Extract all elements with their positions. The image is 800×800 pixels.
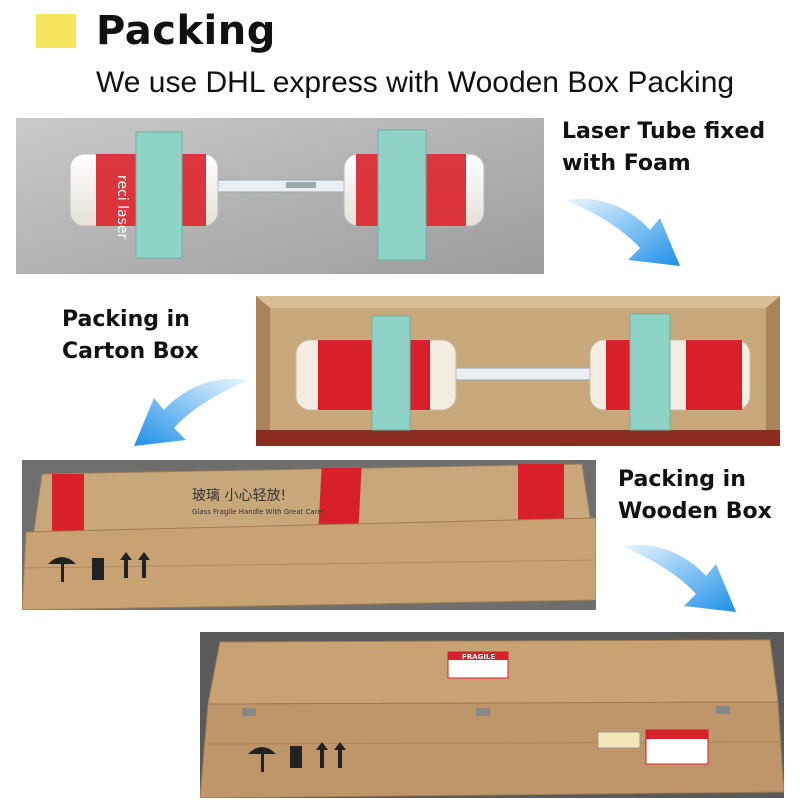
carton-chinese-label: 玻璃 小心轻放! [192,487,286,504]
caption-wooden-line1: Packing in [618,467,746,492]
fragile-label: FRAGILE [462,653,495,661]
page-title: Packing [96,8,276,54]
page-subtitle: We use DHL express with Wooden Box Packi… [96,66,735,99]
laser-tube-foam-illustration: reci laser [16,118,544,274]
caption-carton-line2: Carton Box [62,339,199,364]
caption-carton-line1: Packing in [62,307,190,332]
arrow-down-right-icon [618,536,758,616]
caption-foam: Laser Tube fixed with Foam [562,116,765,180]
arrow-down-right-icon [562,190,702,270]
caption-carton: Packing in Carton Box [62,304,199,368]
carton-english-label: Glass Fragile Handle With Great Care! [192,508,324,516]
handling-symbols-icon [248,742,346,772]
carton-box-illustration [256,296,780,446]
arrow-down-left-icon [112,370,252,450]
photo-laser-tube-foam: reci laser [16,118,544,274]
caption-foam-line1: Laser Tube fixed [562,119,766,144]
title-accent-square [36,14,76,48]
wooden-box-closed-illustration: FRAGILE [200,632,784,798]
photo-wooden-box-open: 玻璃 小心轻放! Glass Fragile Handle With Great… [22,460,596,610]
handling-symbols-icon [48,552,150,582]
wooden-box-open-illustration: 玻璃 小心轻放! Glass Fragile Handle With Great… [22,460,596,610]
caption-foam-line2: with Foam [562,151,691,176]
caption-wooden-line2: Wooden Box [618,499,772,524]
photo-carton-box [256,296,780,446]
svg-text:reci laser: reci laser [114,175,130,239]
photo-wooden-box-closed: FRAGILE [200,632,784,798]
caption-wooden: Packing in Wooden Box [618,464,772,528]
